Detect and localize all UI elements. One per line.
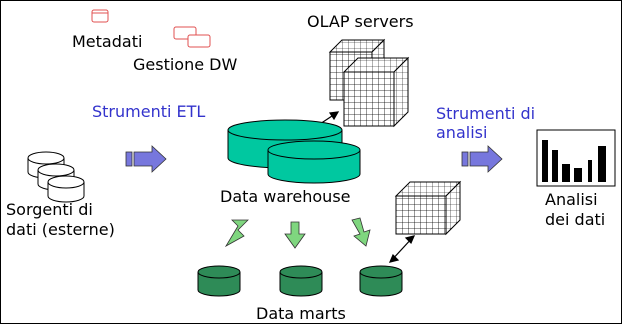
database-icon <box>267 140 361 184</box>
database-icon <box>359 265 403 297</box>
analysis-tools-label-line2: analisi <box>436 123 488 142</box>
data-marts-label: Data marts <box>256 304 346 323</box>
olap-cube-icon <box>328 38 410 128</box>
arrow-icon <box>224 219 249 248</box>
database-icon <box>197 265 241 297</box>
olap-cube-icon <box>394 180 462 236</box>
olap-servers-label: OLAP servers <box>307 12 414 31</box>
data-analysis-label-line2: dei dati <box>545 210 606 229</box>
arrow-icon <box>461 145 503 173</box>
analysis-tools-label-line1: Strumenti di <box>436 104 536 123</box>
etl-tools-label: Strumenti ETL <box>92 102 206 121</box>
data-warehouse-label: Data warehouse <box>220 187 351 206</box>
arrow-icon <box>125 145 167 173</box>
database-icon <box>279 265 323 297</box>
sources-label-line1: Sorgenti di <box>6 200 93 219</box>
chart-icon <box>536 129 616 187</box>
dw-management-icon <box>173 26 211 48</box>
data-analysis-label-line1: Analisi <box>545 190 598 209</box>
arrow-icon <box>284 221 306 249</box>
metadata-label: Metadati <box>72 32 143 51</box>
sources-label-line2: dati (esterne) <box>6 220 115 239</box>
database-icon <box>47 175 85 203</box>
dw-management-label: Gestione DW <box>133 55 238 74</box>
arrow-icon <box>351 217 371 247</box>
metadata-icon <box>91 9 109 23</box>
